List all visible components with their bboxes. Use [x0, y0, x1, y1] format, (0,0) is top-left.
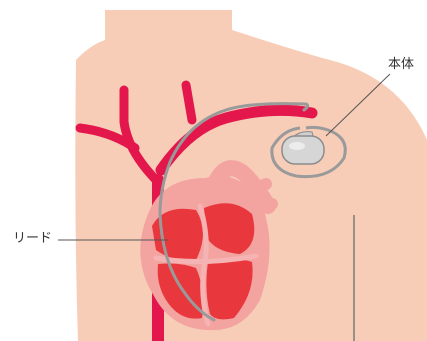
device-highlight [289, 142, 305, 150]
lead-label: リード [13, 231, 52, 247]
device-body [282, 136, 324, 164]
device-label: 本体 [388, 57, 414, 73]
right-vessel [186, 85, 192, 120]
